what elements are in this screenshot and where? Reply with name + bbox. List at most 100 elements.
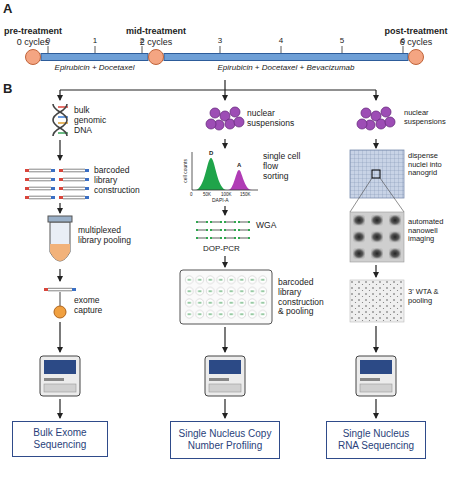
flow-arrow [224, 139, 225, 148]
image-frame [350, 212, 404, 262]
barcode-block [44, 288, 48, 291]
drug-regimen: Epirubicin + Docetaxel [55, 63, 135, 72]
flow-arrow [59, 322, 60, 352]
flow-arrow [224, 399, 225, 418]
sequencer-icon [40, 356, 80, 396]
cycle-count: 2 cycles [126, 37, 186, 47]
step-label: WGA [256, 221, 276, 231]
flow-arrow [375, 139, 376, 148]
diploid-peak [195, 158, 227, 190]
tick-mark [48, 46, 49, 53]
timepoint-circle: mid-treatment2 cycles [148, 49, 164, 65]
cycle-count: 6 cycles [384, 37, 447, 47]
flow-arrow [224, 206, 225, 215]
zoom-region [372, 170, 380, 178]
step-label: nuclear suspensions [247, 109, 295, 129]
flow-histogram [192, 152, 258, 190]
helix-strand [53, 104, 67, 136]
peak-label: D [209, 150, 213, 157]
nanogrid-chip [350, 150, 404, 198]
peak-label: A [237, 162, 241, 169]
spot-array [350, 280, 404, 322]
nanowell-image [350, 212, 404, 262]
tube-liquid [50, 244, 70, 261]
flow-arrow [375, 265, 376, 277]
flow-arrow [375, 326, 376, 352]
nanogrid-lines [350, 150, 404, 198]
tick-mark [220, 46, 221, 53]
step-label: exome capture [74, 296, 124, 316]
tube-body [50, 222, 70, 261]
plate-wells [184, 274, 268, 320]
timepoint-caption: post-treatment6 cycles [384, 26, 447, 47]
panel-letter: A [3, 2, 12, 17]
timepoint-circle: pre-treatment0 cycles [25, 49, 41, 65]
flow-arrow [224, 327, 225, 352]
nanowell-array [350, 212, 404, 262]
timepoint-name: mid-treatment [126, 26, 186, 36]
bait-tether [60, 292, 61, 306]
dna-strand [48, 288, 72, 289]
tick-mark [403, 46, 404, 53]
timepoint-circle: post-treatment6 cycles [408, 49, 424, 65]
step-label: single cell flow sorting [263, 152, 303, 181]
cycle-count: 0 cycles [4, 37, 62, 47]
treatment-bar [164, 54, 408, 61]
output-box: Single Nucleus Copy Number Profiling [170, 421, 280, 459]
branch-bar [60, 89, 376, 90]
axis-tick: 150K [240, 192, 251, 197]
box-title: Single Nucleus Copy Number Profiling [175, 428, 275, 452]
step-label: bulk genomic DNA [74, 106, 124, 135]
barcode-block [72, 288, 76, 291]
wga-amplicons [195, 218, 251, 242]
timepoint-caption: mid-treatment2 cycles [126, 26, 186, 47]
tick-mark [142, 46, 143, 53]
axis-tick: 0 [190, 192, 193, 197]
tick-mark [95, 46, 96, 53]
cycle-number: 0 [38, 36, 58, 45]
flow-arrow [59, 140, 60, 160]
step-label: barcoded library construction & pooling [278, 278, 330, 317]
step-label: DOP-PCR [203, 244, 240, 253]
nuclei-cluster [206, 107, 244, 130]
nanogrid [350, 150, 404, 212]
wta-spots [350, 280, 404, 322]
helix-strand [53, 104, 67, 136]
streptavidin-bead [54, 306, 66, 318]
step-label: barcoded library construction [94, 166, 150, 195]
treatment-bar [164, 54, 408, 61]
treatment-bar [41, 54, 148, 61]
flow-arrow [59, 90, 60, 100]
branch-lines [60, 80, 376, 100]
plate-frame [180, 270, 272, 324]
treatment-bar [41, 54, 148, 61]
x-axis [192, 190, 258, 191]
axis-label: cell counts [183, 151, 189, 191]
pooling-tube [48, 216, 72, 261]
timepoint-name: pre-treatment [4, 26, 62, 36]
axis-tick: 100K [221, 192, 232, 197]
zoom-line [350, 178, 372, 212]
step-label: nuclear suspensions [404, 109, 450, 126]
well-plate [180, 270, 272, 324]
axis-label: DAPI-A [212, 198, 229, 204]
barcoded-fragments [24, 166, 92, 202]
step-label: 3' WTA & pooling [408, 288, 450, 305]
drug-regimen: Epirubicin + Docetaxel + Bevacizumab [218, 63, 355, 72]
output-box: Single Nucleus RNA Sequencing [326, 421, 426, 459]
timepoint-caption: pre-treatment0 cycles [4, 26, 62, 47]
step-label: multiplexed library pooling [78, 226, 134, 246]
tick-mark [281, 46, 282, 53]
tube-cap [48, 216, 72, 222]
spot-frame [350, 280, 404, 322]
flow-arrow [375, 399, 376, 418]
sequencer-icon [205, 356, 245, 396]
cycle-number: 3 [210, 36, 230, 45]
cycle-number: 2 [132, 36, 152, 45]
output-box: Bulk Exome Sequencing [12, 421, 108, 457]
cycle-number: 6 [393, 36, 413, 45]
panel-letter: B [3, 82, 12, 97]
step-label: dispense nuclei into nanogrid [408, 152, 450, 178]
capture-bead [44, 288, 76, 318]
